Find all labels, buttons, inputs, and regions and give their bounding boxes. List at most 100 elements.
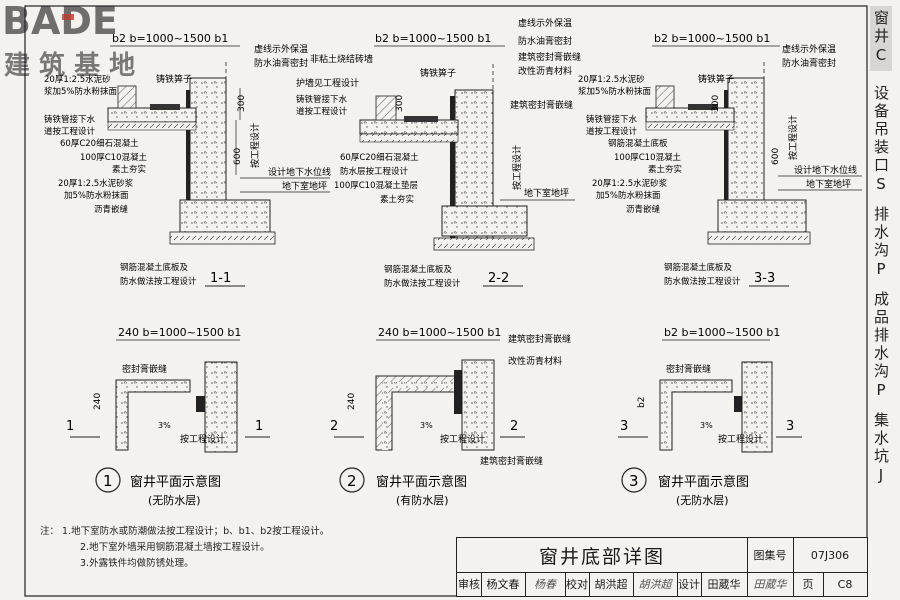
section-3-3-callout: 防水做法按工程设计 [664, 276, 741, 287]
section-2-2-callout: 改性沥青材料 [518, 65, 572, 77]
checker-name: 胡洪超 [589, 572, 634, 596]
designer-signature: 田葳华 [747, 572, 794, 596]
side-tab-window-well[interactable]: 窗井C [870, 6, 892, 71]
plan-2-dim-design: 按工程设计 [440, 433, 485, 445]
section-3-3-basement-floor: 地下室地坪 [806, 178, 851, 190]
side-tab-equipment-hatch[interactable]: 设备吊装口S [872, 85, 890, 196]
note-2: 2.地下室外墙采用钢筋混凝土墙按工程设计。 [80, 542, 270, 553]
plan-1-slope: 3% [158, 421, 171, 430]
section-3-3-callout: 素土夯实 [648, 164, 682, 175]
section-1-1-callout: 20厚1:2.5水泥砂浆 [58, 178, 134, 189]
section-3-3-dim-300: 300 [711, 95, 721, 112]
plan-2-cut-left: 2 [330, 419, 338, 434]
section-2-2-dim-design: 按工程设计 [511, 145, 523, 190]
check-label: 校对 [565, 572, 590, 596]
section-3-3-callout: 防水油膏密封 [782, 57, 836, 69]
section-3-3-groundwater: 设计地下水位线 [794, 164, 857, 176]
section-1-1-callout: 加5%防水粉抹面 [64, 190, 129, 201]
note-3: 3.外露铁件均做防锈处理。 [80, 558, 194, 569]
section-2-2-label: 2-2 [488, 271, 509, 286]
section-3-3-callout: 虚线示外保温 [782, 43, 836, 55]
plan-2-slope: 3% [420, 421, 433, 430]
plan-2-subtitle: (有防水层) [396, 493, 449, 507]
section-3-3-dim-design: 按工程设计 [787, 115, 799, 160]
side-tab-sump-pit[interactable]: 集水坑J [872, 412, 890, 487]
section-3-3-callout: 钢筋混凝土底板及 [664, 262, 733, 273]
section-3-3: b2 b=1000~1500 b1 300 600 按工程设计 设计地下水位线 … [578, 32, 862, 287]
plan-1-subtitle: (无防水层) [148, 493, 201, 507]
section-3-3-label: 3-3 [754, 271, 775, 286]
atlas-label: 图集号 [747, 538, 794, 573]
section-2-2-dim-300: 300 [395, 95, 405, 112]
section-1-1-callout: 100厚C10混凝土 [80, 152, 147, 163]
plan-3-number: 3 [629, 472, 639, 490]
section-1-1-callout: 20厚1:2.5水泥砂 [44, 74, 111, 85]
plan-1: 240 b=1000~1500 b1 1 1 240 3% 按工程设计 密封膏嵌… [66, 326, 270, 507]
section-2-2-callout: 护墙见工程设计 [296, 77, 359, 89]
plan-2-dim-240: 240 [347, 393, 357, 410]
logo: BADE 建 筑 基 地 [2, 0, 135, 81]
section-1-1-dim-design: 按工程设计 [249, 123, 261, 168]
plan-3: b2 b=1000~1500 b1 3 3 b2 3% 按工程设计 密封膏嵌缝 … [618, 326, 802, 507]
plan-1-dim-design: 按工程设计 [180, 433, 225, 445]
plan-3-dim-b2: b2 [637, 397, 647, 408]
plan-1-cut-right: 1 [255, 419, 263, 434]
section-2-2-callout: 铸铁管接下水 [296, 94, 348, 105]
section-2-2-dimension: b2 b=1000~1500 b1 [375, 32, 491, 45]
section-1-1-callout: 沥青嵌缝 [94, 204, 129, 215]
section-1-1-callout: 防水做法按工程设计 [120, 276, 197, 287]
section-2-2-callout: 钢筋混凝土底板及 [384, 264, 453, 275]
section-1-1-callout: 道按工程设计 [44, 126, 96, 137]
side-tab-prefab-drain[interactable]: 成品排水沟P [872, 291, 890, 402]
plan-1-dimension: 240 b=1000~1500 b1 [118, 326, 241, 339]
plan-2-number: 2 [347, 472, 357, 490]
plan-3-subtitle: (无防水层) [676, 493, 729, 507]
plan-2-cut-right: 2 [510, 419, 518, 434]
plan-2: 240 b=1000~1500 b1 2 2 240 3% 按工程设计 建筑密封… [330, 326, 571, 507]
section-1-1-callout: 铸铁管接下水 [44, 114, 96, 125]
section-2-2-callout: 道按工程设计 [296, 106, 348, 117]
section-2-2-basement-floor: 地下室地坪 [524, 187, 569, 199]
plan-2-callout: 建筑密封膏嵌缝 [508, 333, 571, 345]
note-1: 注： 1.地下室防水或防潮做法按工程设计；b、b1、b2按工程设计。 [40, 526, 330, 537]
section-2-2-callout: 建筑密封膏嵌缝 [518, 51, 581, 63]
atlas-number: 07J306 [793, 538, 867, 573]
section-2-2-callout: 防水做法按工程设计 [384, 278, 461, 289]
section-3-3-callout: 20厚1:2.5水泥砂 [578, 74, 645, 85]
section-2-2-callout: 100厚C10混凝土垫层 [334, 180, 418, 191]
section-1-1-groundwater: 设计地下水位线 [268, 166, 331, 178]
plan-1-title: 窗井平面示意图 [130, 474, 221, 490]
section-1-1-callout: 防水油膏密封 [254, 57, 308, 69]
section-3-3-callout: 加5%防水粉抹面 [596, 190, 661, 201]
logo-subtext: 建 筑 基 地 [4, 50, 135, 81]
side-tab-drain-ditch[interactable]: 排水沟P [872, 206, 890, 281]
section-2-2-callout: 防水层按工程设计 [340, 166, 409, 177]
section-1-1-callout: 虚线示外保温 [254, 43, 308, 55]
side-tabs: 窗井C 设备吊装口S 排水沟P 成品排水沟P 集水坑J [866, 6, 896, 546]
section-1-1: b2 b=1000~1500 b1 300 600 按工程设计 设计地下水位线 … [44, 32, 331, 287]
plan-2-callout: 改性沥青材料 [508, 355, 562, 367]
section-2-2-callout: 建筑密封膏嵌缝 [510, 99, 573, 111]
plan-3-title: 窗井平面示意图 [658, 474, 749, 490]
plan-2-dimension: 240 b=1000~1500 b1 [378, 326, 501, 339]
plan-1-number: 1 [103, 472, 113, 490]
section-3-3-callout: 浆加5%防水粉抹面 [578, 86, 651, 97]
title-block: 窗井底部详图 图集号 07J306 审核 杨文春 杨春 校对 胡洪超 胡洪超 设… [456, 537, 868, 597]
plan-3-cut-left: 3 [620, 419, 628, 434]
section-3-3-callout: 20厚1:2.5水泥砂浆 [592, 178, 668, 189]
section-2-2-callout: 非粘土烧结砖墙 [310, 53, 373, 65]
section-3-3-callout: 铸铁管接下水 [586, 114, 638, 125]
section-3-3-callout: 100厚C10混凝土 [614, 152, 681, 163]
plan-3-cut-right: 3 [786, 419, 794, 434]
sheet-frame [24, 5, 868, 597]
logo-accent [62, 14, 74, 20]
section-1-1-dimension: b2 b=1000~1500 b1 [112, 32, 228, 45]
section-3-3-callout: 沥青嵌缝 [626, 204, 661, 215]
review-label: 审核 [457, 572, 482, 596]
section-2-2-callout: 60厚C20细石混凝土 [340, 152, 419, 163]
section-1-1-callout: 铸铁箅子 [156, 73, 192, 85]
design-label: 设计 [677, 572, 702, 596]
drawing-title: 窗井底部详图 [457, 538, 748, 573]
plan-2-callout: 建筑密封膏嵌缝 [480, 455, 543, 467]
